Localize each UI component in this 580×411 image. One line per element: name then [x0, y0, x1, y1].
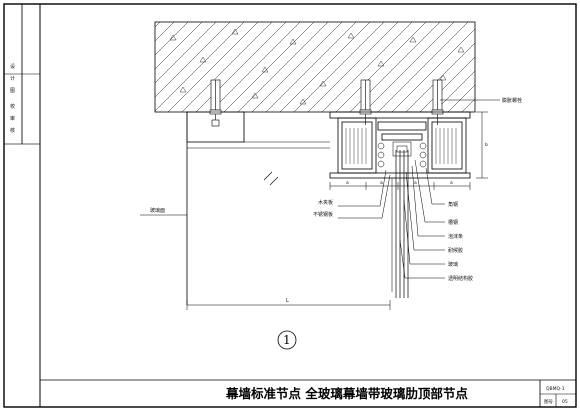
concrete-slab [154, 21, 476, 113]
label-foam-strip: 泡沫条 [448, 233, 463, 240]
label-wood-strip: 木夹板 [318, 199, 333, 206]
label-corner-steel: 角钢 [448, 201, 458, 208]
label-structural-sealant: 透明结构胶 [448, 275, 473, 282]
dimensions [186, 111, 488, 310]
strip-char: 核 [10, 127, 15, 134]
dim-depth: b [485, 142, 488, 148]
strip-char: 计 [10, 75, 15, 82]
leader-lines [140, 99, 500, 279]
drawing-code: QBMQ-1 [546, 386, 565, 392]
steel-profile [329, 111, 471, 179]
title-block [40, 379, 576, 407]
dim-a4: a [450, 181, 453, 186]
label-sealant: 耐候胶 [448, 247, 463, 254]
sheet-label: 图号 [544, 399, 553, 405]
detail-number-circle [277, 330, 297, 350]
dim-a2: a [380, 181, 383, 186]
drawing-title: 幕墙标准节点 全玻璃幕墙带玻璃肋顶部节点 [225, 386, 468, 401]
label-glass: 玻璃 [448, 261, 458, 268]
label-stainless-plate: 不锈钢板 [313, 211, 333, 218]
strip-char: 校 [10, 103, 15, 110]
strip-char: 审 [10, 115, 15, 122]
detail-number: 1 [283, 333, 291, 347]
dim-length: L [286, 298, 289, 304]
glass-panel [186, 111, 330, 305]
dim-a1: a [346, 181, 349, 186]
dim-a3: a [414, 181, 417, 186]
sheet-border [3, 3, 577, 408]
glass-fin [391, 150, 409, 298]
strip-char: 设 [10, 63, 15, 70]
sheet-number: 05 [562, 399, 568, 405]
strip-char: 图 [10, 88, 15, 94]
label-glass-surface: 玻璃面 [150, 207, 165, 214]
label-expansion-bolt: 膨胀螺栓 [502, 97, 522, 104]
label-channel-steel: 槽钢 [448, 219, 458, 226]
left-strip: 设 计 图 校 审 核 [3, 3, 41, 145]
